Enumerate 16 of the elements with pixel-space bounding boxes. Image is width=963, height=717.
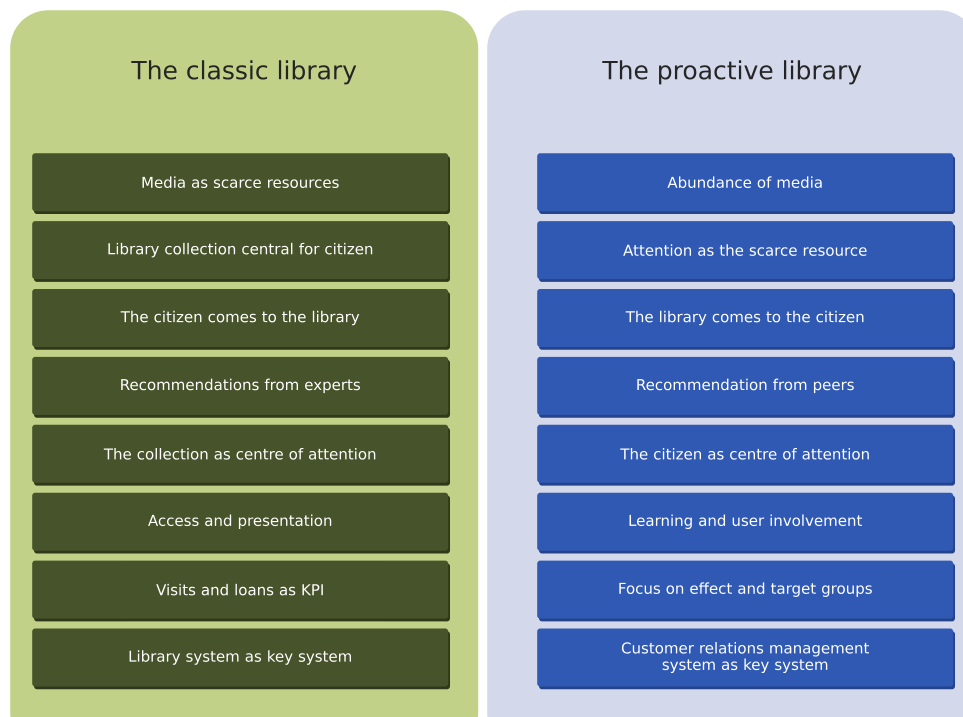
text-box: Abundance of media bbox=[537, 153, 956, 214]
text-box: Library collection central for citizen bbox=[32, 221, 450, 282]
text-box: The citizen comes to the library bbox=[32, 289, 450, 350]
text-box: Access and presentation bbox=[32, 492, 450, 554]
text-box: Attention as the scarce resource bbox=[537, 221, 956, 282]
text-box: The collection as centre of attention bbox=[32, 424, 450, 486]
text-box: Learning and user involvement bbox=[537, 492, 956, 554]
text-box: Customer relations management system as key system bbox=[537, 628, 956, 690]
text-box: The library comes to the citizen bbox=[537, 289, 956, 350]
text-box: Focus on effect and target groups bbox=[537, 560, 956, 622]
text-box: Recommendation from peers bbox=[537, 356, 956, 418]
text-box: The citizen as centre of attention bbox=[537, 424, 956, 486]
text-box: Media as scarce resources bbox=[32, 153, 450, 214]
text-box: Library system as key system bbox=[32, 628, 450, 690]
text-box: Recommendations from experts bbox=[32, 356, 450, 418]
text-box: Visits and loans as KPI bbox=[32, 560, 450, 622]
